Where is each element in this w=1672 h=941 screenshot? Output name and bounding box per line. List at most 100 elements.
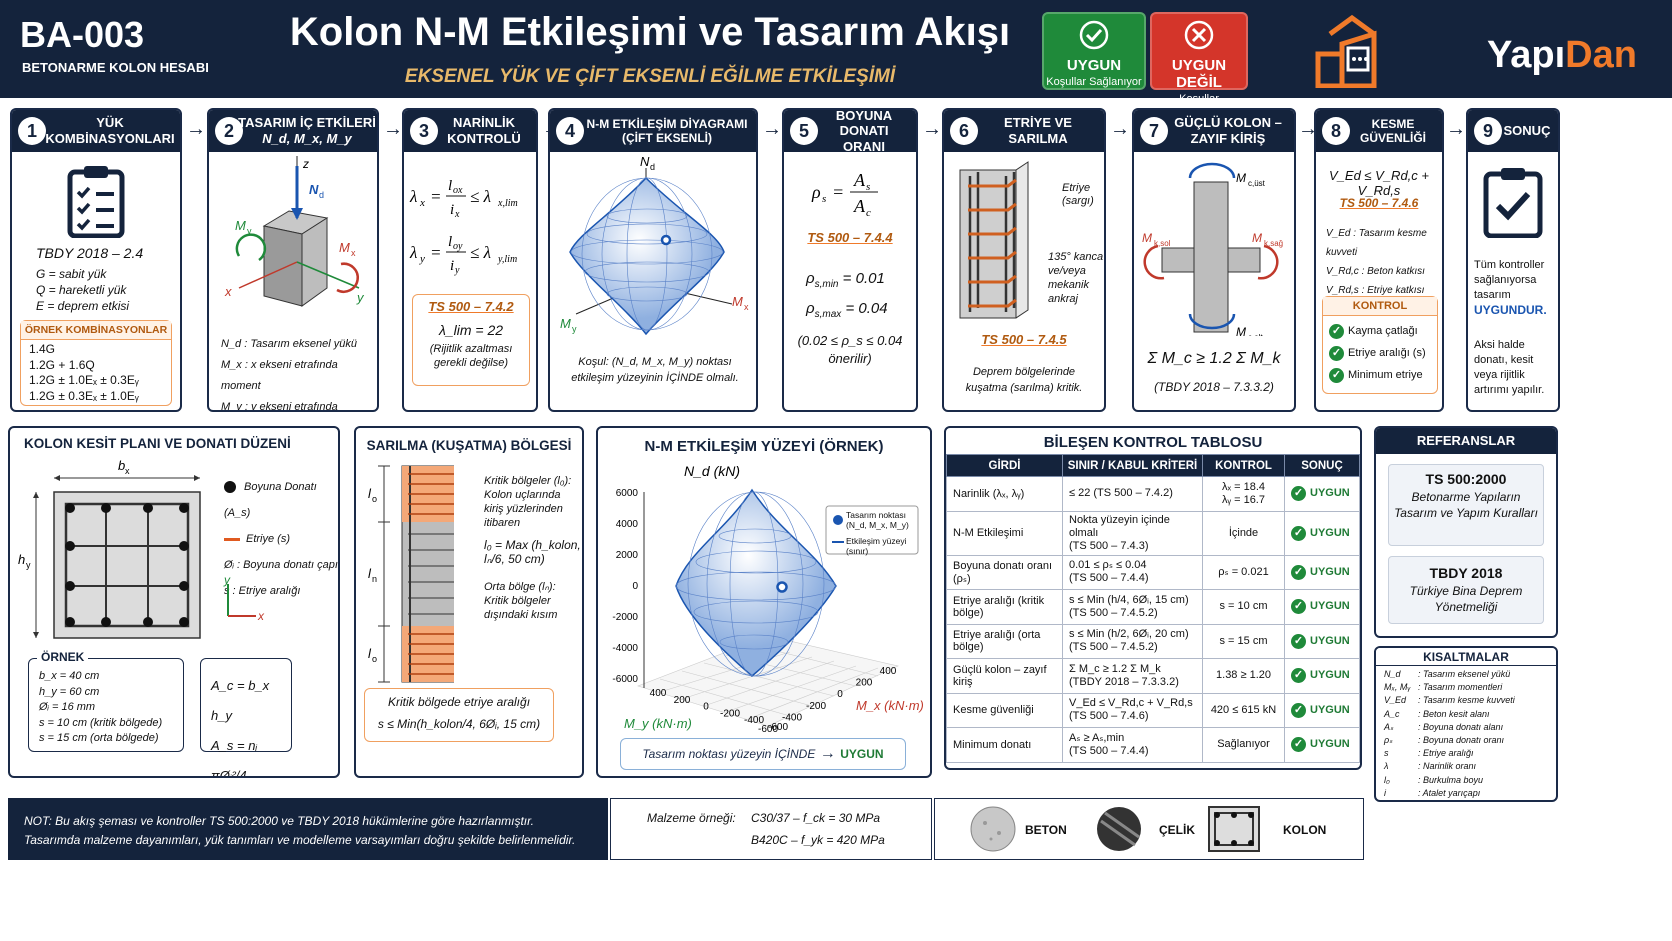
- tick-label: -400: [782, 712, 802, 723]
- tick-label: -600: [768, 722, 788, 733]
- logo-building-icon: [1312, 14, 1382, 93]
- step-5-number: 5: [790, 117, 818, 145]
- step-1-header: YÜK KOMBİNASYONLARI: [12, 110, 180, 152]
- step-4-card: N-M ETKİLEŞİM DİYAGRAMI (ÇİFT EKSENLİ) 4…: [548, 108, 758, 412]
- references-card: REFERANSLAR TS 500:2000 Betonarme Yapıla…: [1374, 426, 1558, 638]
- svg-text:l: l: [448, 178, 452, 194]
- svg-text:y: y: [454, 265, 460, 276]
- svg-text:M: M: [339, 240, 350, 255]
- check-icon: ✓: [1329, 346, 1344, 361]
- column-section-icon: [1208, 806, 1260, 852]
- svg-text:N: N: [309, 182, 319, 197]
- check-icon: ✓: [1291, 633, 1306, 649]
- step-1-ref: TBDY 2018 – 2.4: [36, 245, 144, 261]
- svg-text:A: A: [853, 170, 866, 190]
- svg-text:x: x: [419, 197, 425, 209]
- z-axis-label: N_d (kN): [684, 463, 740, 479]
- check-icon: ✓: [1291, 599, 1306, 615]
- svg-text:≤ λ: ≤ λ: [470, 243, 491, 262]
- table-title: BİLEŞEN KONTROL TABLOSU: [1043, 434, 1263, 451]
- svg-text:y: y: [572, 324, 577, 334]
- svg-text:ρ: ρ: [811, 182, 821, 202]
- tick-label: -6000: [612, 674, 638, 685]
- confinement-text: Kritik bölgeler (l₀): Kolon uçlarında ki…: [484, 475, 581, 621]
- svg-text:x: x: [257, 609, 265, 623]
- svg-text:y: y: [356, 290, 365, 305]
- stirrup-line-icon: [224, 537, 240, 541]
- badge-uygun-title: UYGUN: [1066, 57, 1122, 74]
- badge-uygun: UYGUN Koşullar Sağlanıyor: [1042, 12, 1146, 90]
- check-icon: ✓: [1329, 368, 1344, 383]
- doc-code: BA-003: [20, 14, 145, 55]
- flow-arrow-icon: →: [1110, 118, 1130, 140]
- step-4-header: N-M ETKİLEŞİM DİYAGRAMI (ÇİFT EKSENLİ): [550, 110, 756, 152]
- abbrev-item: N_d: Tasarım eksenel yükü: [1384, 669, 1511, 679]
- svg-text:i: i: [450, 258, 454, 274]
- step-3-box: TS 500 – 7.4.2 λ_lim = 22 (Rijitlik azal…: [412, 294, 530, 386]
- footer-note: NOT: Bu akış şeması ve kontroller TS 500…: [8, 798, 608, 860]
- step-9-text1: Tüm kontroller sağlanıyorsa tasarım UYGU…: [1474, 259, 1547, 317]
- svg-text:l: l: [368, 486, 372, 501]
- svg-text:x: x: [744, 302, 749, 312]
- column-label: KOLON: [1283, 823, 1327, 837]
- shear-check-box: KONTROL ✓Kayma çatlağı ✓Etriye aralığı (…: [1322, 296, 1438, 394]
- svg-text:M: M: [235, 218, 246, 233]
- step-2-number: 2: [215, 117, 243, 145]
- legend-materials: BETON ÇELİK KOLON: [934, 798, 1364, 860]
- step-7-ref: (TBDY 2018 – 7.3.3.2): [1154, 380, 1274, 394]
- svg-text:n: n: [372, 574, 377, 584]
- step-6-number: 6: [950, 117, 978, 145]
- abbrev-item: λ: Narinlik oranı: [1384, 761, 1477, 772]
- check-icon: ✓: [1291, 564, 1306, 580]
- svg-text:=: =: [430, 187, 441, 206]
- svg-text:ox: ox: [453, 185, 463, 196]
- flow-arrow-icon: →: [1298, 118, 1318, 140]
- xy-axes-icon: yx: [223, 576, 265, 623]
- tick-label: 200: [674, 695, 691, 706]
- clipboard-icon: [66, 164, 126, 243]
- step-9-text2: Aksi halde donatı, kesit veya rijitlik a…: [1474, 339, 1545, 396]
- abbrev-item: V_Ed: Tasarım kesme kuvveti: [1384, 695, 1515, 706]
- tick-label: -4000: [612, 643, 638, 654]
- joint-icon: Mc,üst Mc,alt Mk,sol Mk,sağ: [1142, 162, 1283, 336]
- y-axis-label: M_y (kN·m): [624, 716, 692, 731]
- tick-label: 400: [880, 666, 897, 677]
- svg-text:c: c: [866, 207, 871, 219]
- flow-arrow-icon: →: [762, 118, 782, 140]
- check-icon: ✓: [1291, 668, 1306, 684]
- step-9-number: 9: [1474, 117, 1502, 145]
- svg-text:M: M: [1236, 325, 1246, 336]
- svg-text:A: A: [853, 196, 866, 216]
- svg-text:l: l: [368, 646, 372, 661]
- check-icon: ✓: [1329, 324, 1344, 339]
- ref-ts500: TS 500:2000 Betonarme Yapıların Tasarım …: [1388, 464, 1544, 546]
- svg-text:y: y: [223, 576, 231, 587]
- svg-text:M: M: [1142, 231, 1152, 245]
- rebar-dot-icon: [224, 481, 236, 494]
- svg-text:y: y: [419, 253, 425, 265]
- step-4-number: 4: [556, 117, 584, 145]
- stirrup-label: Etriye (sargı): [1062, 182, 1094, 207]
- tick-label: 4000: [616, 519, 639, 530]
- step-1-card: YÜK KOMBİNASYONLARI 1 TBDY 2018 – 2.4 G …: [10, 108, 182, 412]
- svg-text:oy: oy: [453, 241, 463, 252]
- abbrev-item: A_c: Beton kesit alanı: [1384, 708, 1490, 719]
- tick-label: 6000: [616, 488, 639, 499]
- check-icon: ✓: [1291, 737, 1306, 753]
- x-axis-label: M_x (kN·m): [856, 698, 924, 713]
- svg-text:N: N: [640, 154, 650, 169]
- svg-text:k,sağ: k,sağ: [1264, 239, 1283, 248]
- step-9-card: SONUÇ 9 Tüm kontroller sağlanıyorsa tasa…: [1466, 108, 1560, 412]
